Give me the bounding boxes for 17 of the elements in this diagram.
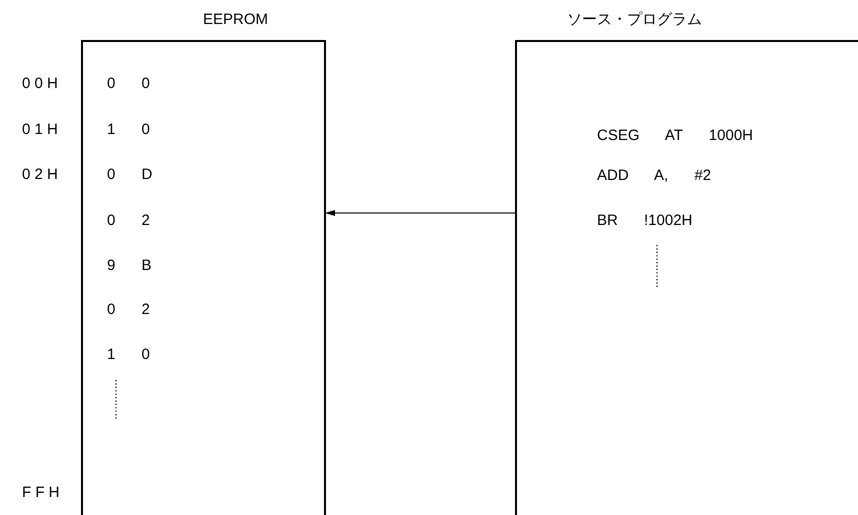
memory-value: 1 0 [107,121,150,139]
code-line: ADD A, #2 [597,167,712,185]
address-label: 0 0 H [22,75,58,93]
address-label: 0 1 H [22,121,58,139]
memory-value: 1 0 [107,346,150,364]
memory-value: 0 2 [107,212,150,230]
memory-value: 0 D [107,166,152,184]
column-heading: EEPROM [203,11,268,29]
address-label: 0 2 H [22,166,58,184]
code-line: CSEG AT 1000H [597,127,754,145]
code-line: BR !1002H [597,212,692,230]
memory-value: 0 0 [107,75,150,93]
address-label: F F H [22,484,60,502]
memory-value: 9 B [107,257,152,275]
column-heading: ソース・プログラム [567,11,702,29]
memory-value: 0 2 [107,301,150,319]
arrow [324,210,516,216]
